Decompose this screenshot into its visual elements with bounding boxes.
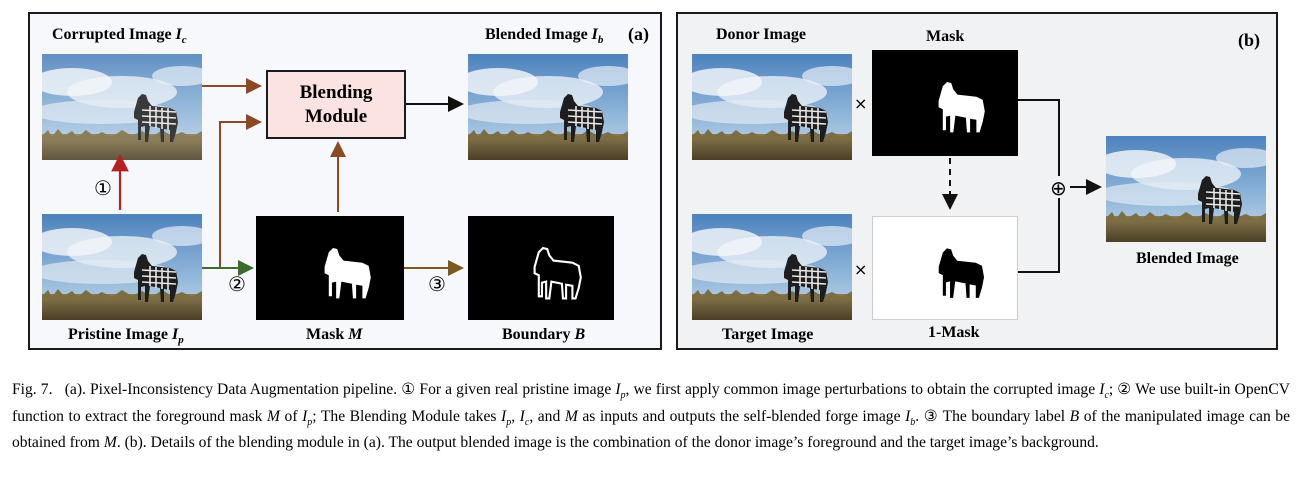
- boundary-b-image: [468, 216, 614, 320]
- mask-label: Mask: [926, 28, 965, 45]
- figure-caption: Fig. 7. (a). Pixel-Inconsistency Data Au…: [12, 381, 1291, 452]
- inverse-mask-label: 1-Mask: [928, 324, 980, 341]
- panel-a-tag: (a): [628, 24, 649, 44]
- step-1-marker: ①: [94, 176, 112, 200]
- blended-image: [468, 54, 628, 160]
- inverse-mask-image: [872, 216, 1018, 320]
- panel-b-tag: (b): [1238, 30, 1260, 50]
- pristine-image: [42, 214, 202, 320]
- pristine-image-label: Pristine Image Ip: [68, 326, 184, 347]
- mask-m-image: [256, 216, 404, 320]
- blended-image-label: Blended Image Ib: [485, 26, 604, 47]
- mask-image: [872, 50, 1018, 156]
- donor-image-label: Donor Image: [716, 26, 806, 43]
- blended-output-label: Blended Image: [1136, 250, 1239, 267]
- target-image: [692, 214, 852, 320]
- donor-image: [692, 54, 852, 160]
- corrupted-image-label: Corrupted Image Ic: [52, 26, 187, 47]
- corrupted-image: [42, 54, 202, 160]
- panel-a: (a) Corrupted Image Ic Blended Image Ib …: [28, 12, 662, 350]
- step-2-marker: ②: [228, 272, 246, 296]
- multiply-symbol-bottom: ×: [854, 260, 868, 279]
- oplus-symbol: ⊕: [1050, 176, 1067, 200]
- panel-b: (b) Donor Image × Mask × Target Image 1-…: [676, 12, 1278, 350]
- mask-m-label: Mask M: [306, 326, 363, 343]
- blended-output-image: [1106, 136, 1266, 242]
- multiply-symbol-top: ×: [854, 94, 868, 113]
- step-3-marker: ③: [428, 272, 446, 296]
- target-image-label: Target Image: [722, 326, 814, 343]
- boundary-b-label: Boundary B: [502, 326, 586, 343]
